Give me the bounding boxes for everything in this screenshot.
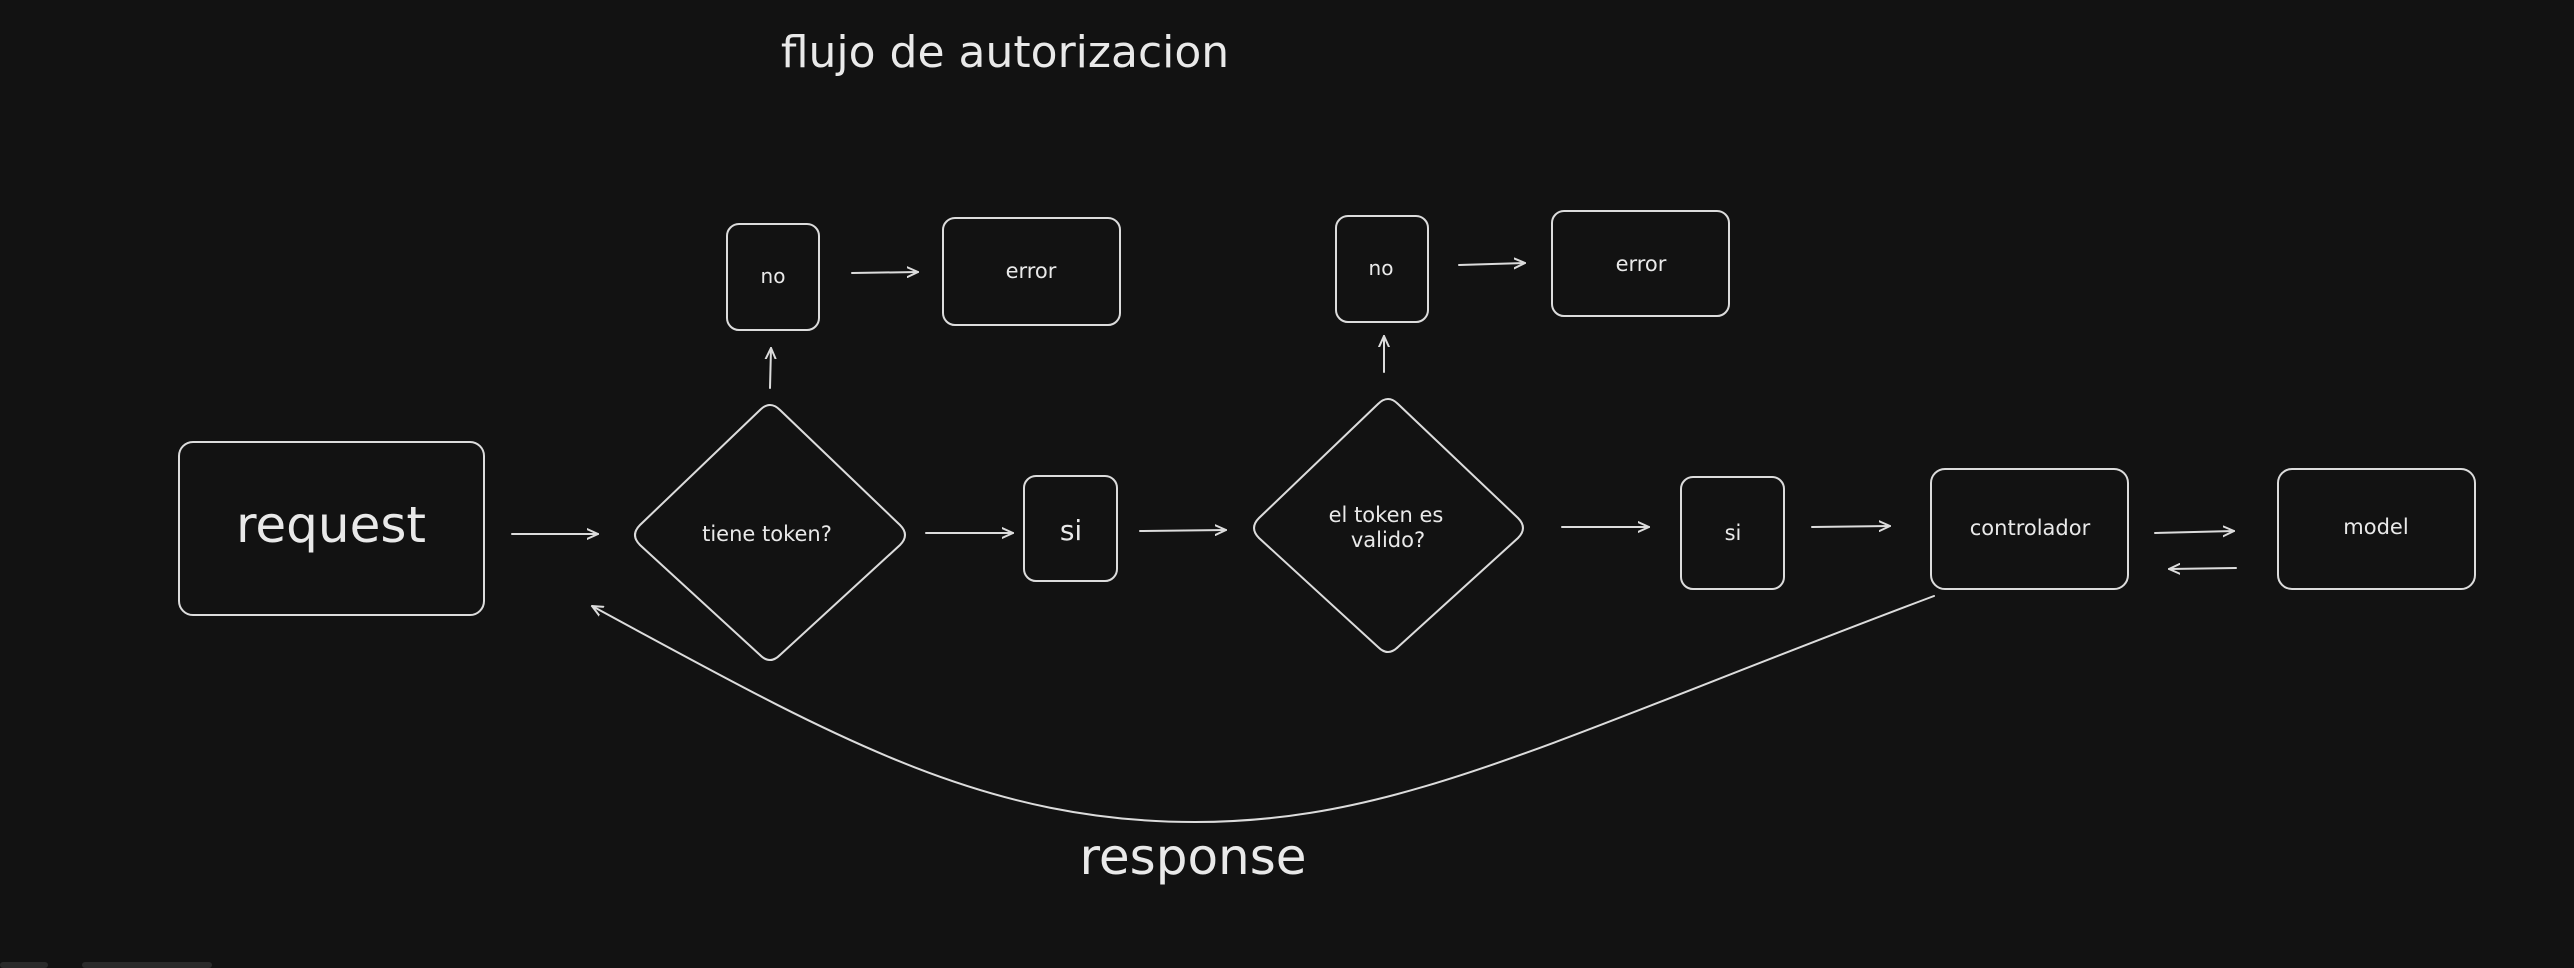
error-label-2: error [1616, 252, 1667, 276]
controlador-label: controlador [1970, 516, 2091, 540]
diagram-title: flujo de autorizacion [781, 27, 1229, 78]
token-valido-diamond [1253, 398, 1524, 653]
model-label: model [2343, 515, 2408, 539]
no-node-1[interactable]: no [726, 223, 820, 331]
tiene-token-node[interactable]: tiene token? [634, 404, 906, 661]
request-label: request [236, 496, 426, 554]
error-box-1 [942, 217, 1121, 326]
token-valido-label-line2: valido? [1351, 528, 1425, 552]
token-valido-label-line1: el token es [1329, 503, 1444, 527]
bottom-bar [0, 958, 2574, 968]
tiene-token-label: tiene token? [702, 522, 832, 546]
error-node-2[interactable]: error [1551, 210, 1730, 317]
si-label-1: si [1060, 514, 1082, 547]
si-label-2: si [1725, 521, 1742, 545]
error-node-1[interactable]: error [942, 217, 1121, 326]
arrow-tiene-token-to-no [770, 348, 771, 389]
si-box-1 [1023, 475, 1118, 582]
arrow-no-to-error-1 [851, 272, 918, 273]
tiene-token-diamond [634, 404, 906, 661]
model-box [2277, 468, 2476, 590]
si-node-2[interactable]: si [1680, 476, 1785, 590]
request-box [178, 441, 485, 616]
bottom-chip-left[interactable] [0, 962, 48, 968]
controlador-node[interactable]: controlador [1930, 468, 2129, 590]
token-valido-node[interactable]: el token es valido? [1253, 398, 1524, 653]
si-box-2 [1680, 476, 1785, 590]
response-curve-arrow [592, 595, 1935, 824]
error-box-2 [1551, 210, 1730, 317]
no-node-2[interactable]: no [1335, 215, 1429, 323]
model-node[interactable]: model [2277, 468, 2476, 590]
no-box-2 [1335, 215, 1429, 323]
no-label-1: no [761, 264, 786, 288]
arrow-si-to-token-valido [1139, 530, 1226, 531]
arrow-model-to-controlador [2169, 568, 2237, 569]
request-node[interactable]: request [178, 441, 485, 616]
no-box-1 [726, 223, 820, 331]
arrow-si-to-controlador [1811, 526, 1890, 527]
controlador-box [1930, 468, 2129, 590]
response-label: response [1079, 828, 1306, 886]
bottom-chip-right[interactable] [82, 962, 212, 968]
no-label-2: no [1369, 256, 1394, 280]
error-label-1: error [1006, 259, 1057, 283]
arrow-controlador-to-model [2154, 531, 2234, 533]
arrow-no-to-error-2 [1458, 263, 1525, 265]
si-node-1[interactable]: si [1023, 475, 1118, 582]
